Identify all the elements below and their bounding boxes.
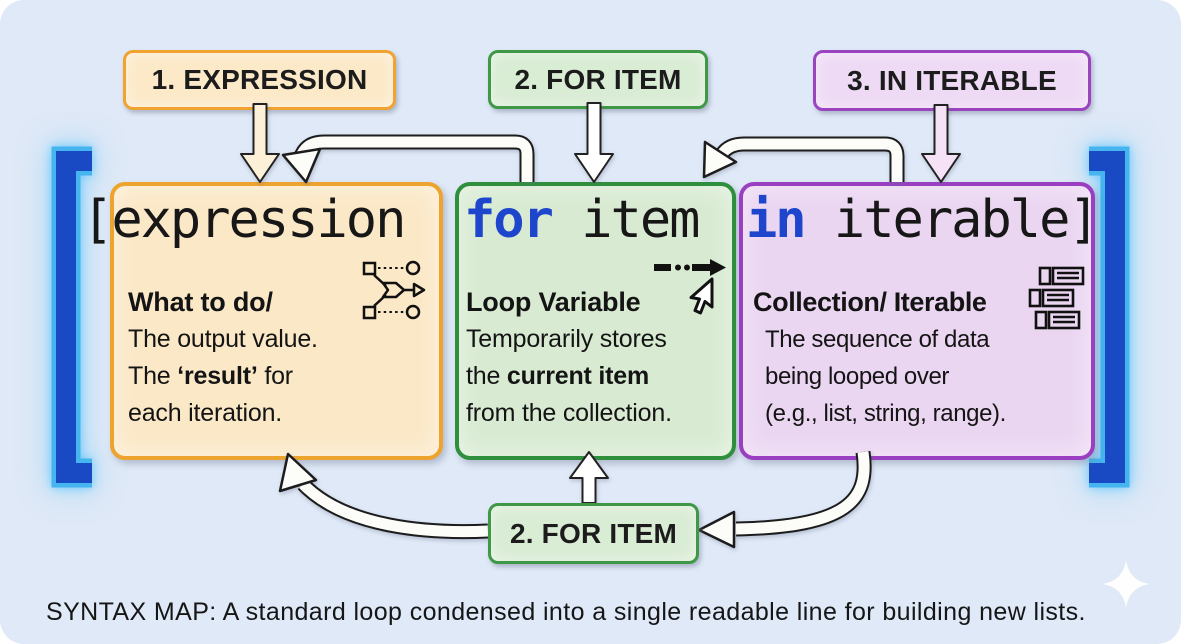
for-item-description: Loop Variable Temporarily stores the cur… [466,284,672,432]
step-label-for-item-text: 2. FOR ITEM [514,63,682,95]
step-label-in-iterable: 3. IN ITERABLE [813,50,1091,111]
expression-description: What to do/ The output value. The ‘resul… [128,284,318,432]
for-item-box [455,182,736,460]
branch-flow-icon [362,260,426,320]
code-in-iterable: in iterable] [746,190,1100,250]
step-label-for-item: 2. FOR ITEM [488,50,708,109]
in-iterable-heading: Collection/ Iterable [753,287,987,317]
stacked-data-icon [1028,266,1085,330]
step-label-for-item-bottom-text: 2. FOR ITEM [509,517,678,549]
in-iterable-line-3: (e.g., list, string, range). [765,400,1006,427]
for-item-heading: Loop Variable [466,287,641,317]
caption: SYNTAX MAP: A standard loop condensed in… [46,598,1086,626]
for-item-line-2: the current item [466,362,649,390]
expression-line-3: each iteration. [128,399,283,427]
in-iterable-line-1: The sequence of data [765,326,990,353]
code-for-item: for item [464,190,700,250]
in-iterable-description: Collection/ Iterable The sequence of dat… [753,284,1006,432]
for-item-line-1: Temporarily stores [466,325,667,353]
left-bracket [51,146,92,488]
code-iterable-word: iterable [804,190,1070,250]
code-item-word: item [551,190,700,250]
code-in-keyword: in [746,190,807,250]
step-label-expression-text: 1. EXPRESSION [151,64,368,95]
step-label-for-item-bottom: 2. FOR ITEM [488,503,699,564]
right-bracket [1089,146,1130,488]
step-label-expression: 1. EXPRESSION [123,50,396,110]
step-label-in-iterable-text: 3. IN ITERABLE [847,64,1057,96]
expression-line-2: The ‘result’ for [128,362,293,390]
code-expression-word: expression [111,190,406,250]
code-close-bracket: ] [1068,190,1099,250]
expression-line-1: The output value. [128,325,318,353]
for-item-line-3: from the collection. [466,399,672,427]
in-iterable-line-2: being looped over [765,363,950,390]
code-open-bracket: [ [82,190,113,250]
expression-box [110,182,443,460]
expression-heading: What to do/ [128,287,273,317]
code-expression: [expression [82,190,406,250]
cursor-step-icon [654,259,726,315]
sparkle-icon [1102,560,1150,608]
code-for-keyword: for [464,190,554,250]
